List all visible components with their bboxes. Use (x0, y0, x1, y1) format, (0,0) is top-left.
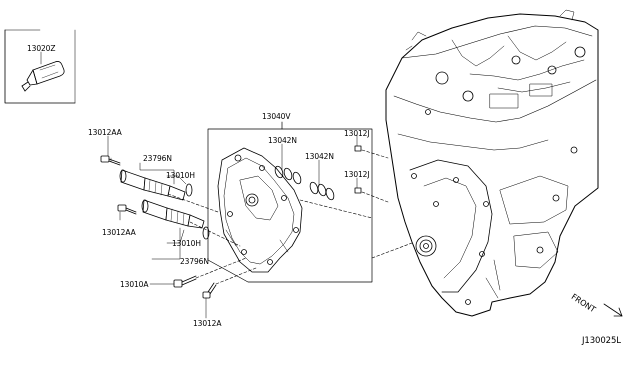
label-13012j-bottom: 13012J (344, 170, 370, 179)
bolt-top (100, 155, 121, 166)
label-13012aa-top: 13012AA (88, 128, 122, 137)
front-arrow-icon (603, 303, 623, 317)
label-13020z: 13020Z (27, 44, 56, 53)
bolt-13010a (173, 275, 197, 288)
seal-rings-left (274, 165, 302, 185)
label-13010h-bottom: 13010H (172, 239, 201, 248)
o-ring-bottom (202, 226, 210, 240)
sealant-tube-icon (21, 61, 65, 92)
label-23796n-top: 23796N (143, 154, 172, 163)
label-13042n-right: 13042N (305, 152, 334, 161)
label-13010a: 13010A (120, 280, 149, 289)
label-13040v: 13040V (262, 112, 291, 121)
fastener-13012j-bottom (354, 187, 362, 194)
bolt-13012a (202, 282, 217, 299)
fastener-13012j-top (354, 145, 362, 152)
label-13012j-top: 13012J (344, 129, 370, 138)
label-13042n-left: 13042N (268, 136, 297, 145)
leader-lines (40, 51, 358, 319)
label-13010h-top: 13010H (166, 171, 195, 180)
engine-block (385, 9, 599, 317)
diagram-id: J130025L (582, 336, 621, 346)
sealant-tube-box (4, 29, 76, 104)
seal-rings-right (309, 181, 335, 201)
front-cover (217, 147, 303, 273)
label-13012a: 13012A (193, 319, 222, 328)
bolt-bottom (117, 204, 137, 215)
o-ring-top (185, 183, 193, 197)
solenoid-valve-top (119, 169, 186, 201)
solenoid-valve-bottom (141, 199, 205, 229)
label-13012aa-bottom: 13012AA (102, 228, 136, 237)
label-23796n-bottom: 23796N (180, 257, 209, 266)
